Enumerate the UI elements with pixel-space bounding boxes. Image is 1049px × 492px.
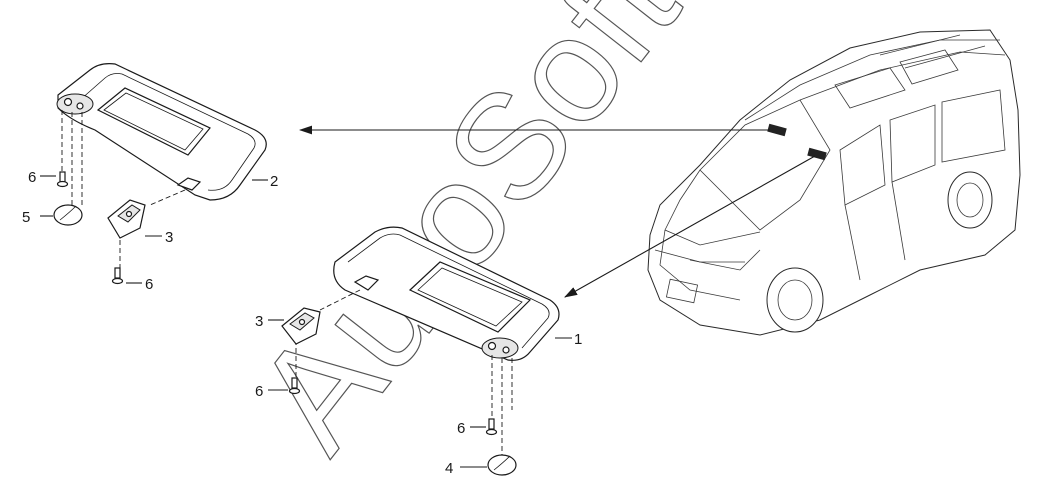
callout-label-1: 1 (574, 331, 582, 348)
cover-part-4 (487, 454, 517, 476)
callout-label-2: 2 (270, 173, 278, 190)
sun-visor-part-2 (56, 63, 267, 201)
visor-location-passenger (807, 147, 827, 161)
callout-label-6-d: 6 (457, 420, 465, 437)
clip-part-3-a (107, 199, 146, 239)
callout-label-6-c: 6 (255, 383, 263, 400)
watermark-text: AutoSoft (223, 0, 710, 480)
screw-part-6-d (485, 418, 498, 436)
screw-part-6-c (288, 377, 301, 395)
callout-label-3-b: 3 (255, 313, 263, 330)
clip-part-3-b (281, 307, 321, 345)
callout-label-5: 5 (22, 209, 30, 226)
screw-part-6-b (111, 267, 124, 285)
callout-label-3-a: 3 (165, 229, 173, 246)
visor-location-driver (767, 123, 787, 137)
callout-label-6-b: 6 (145, 276, 153, 293)
screw-part-6-a (56, 171, 69, 188)
cover-part-5 (53, 204, 83, 226)
sun-visor-part-1 (333, 226, 560, 361)
vehicle-illustration (647, 29, 1021, 336)
watermark: AutoSoft (222, 0, 710, 480)
arrow-to-visor-1 (564, 155, 816, 298)
callout-label-4: 4 (445, 460, 453, 477)
callout-label-6-a: 6 (28, 169, 36, 186)
